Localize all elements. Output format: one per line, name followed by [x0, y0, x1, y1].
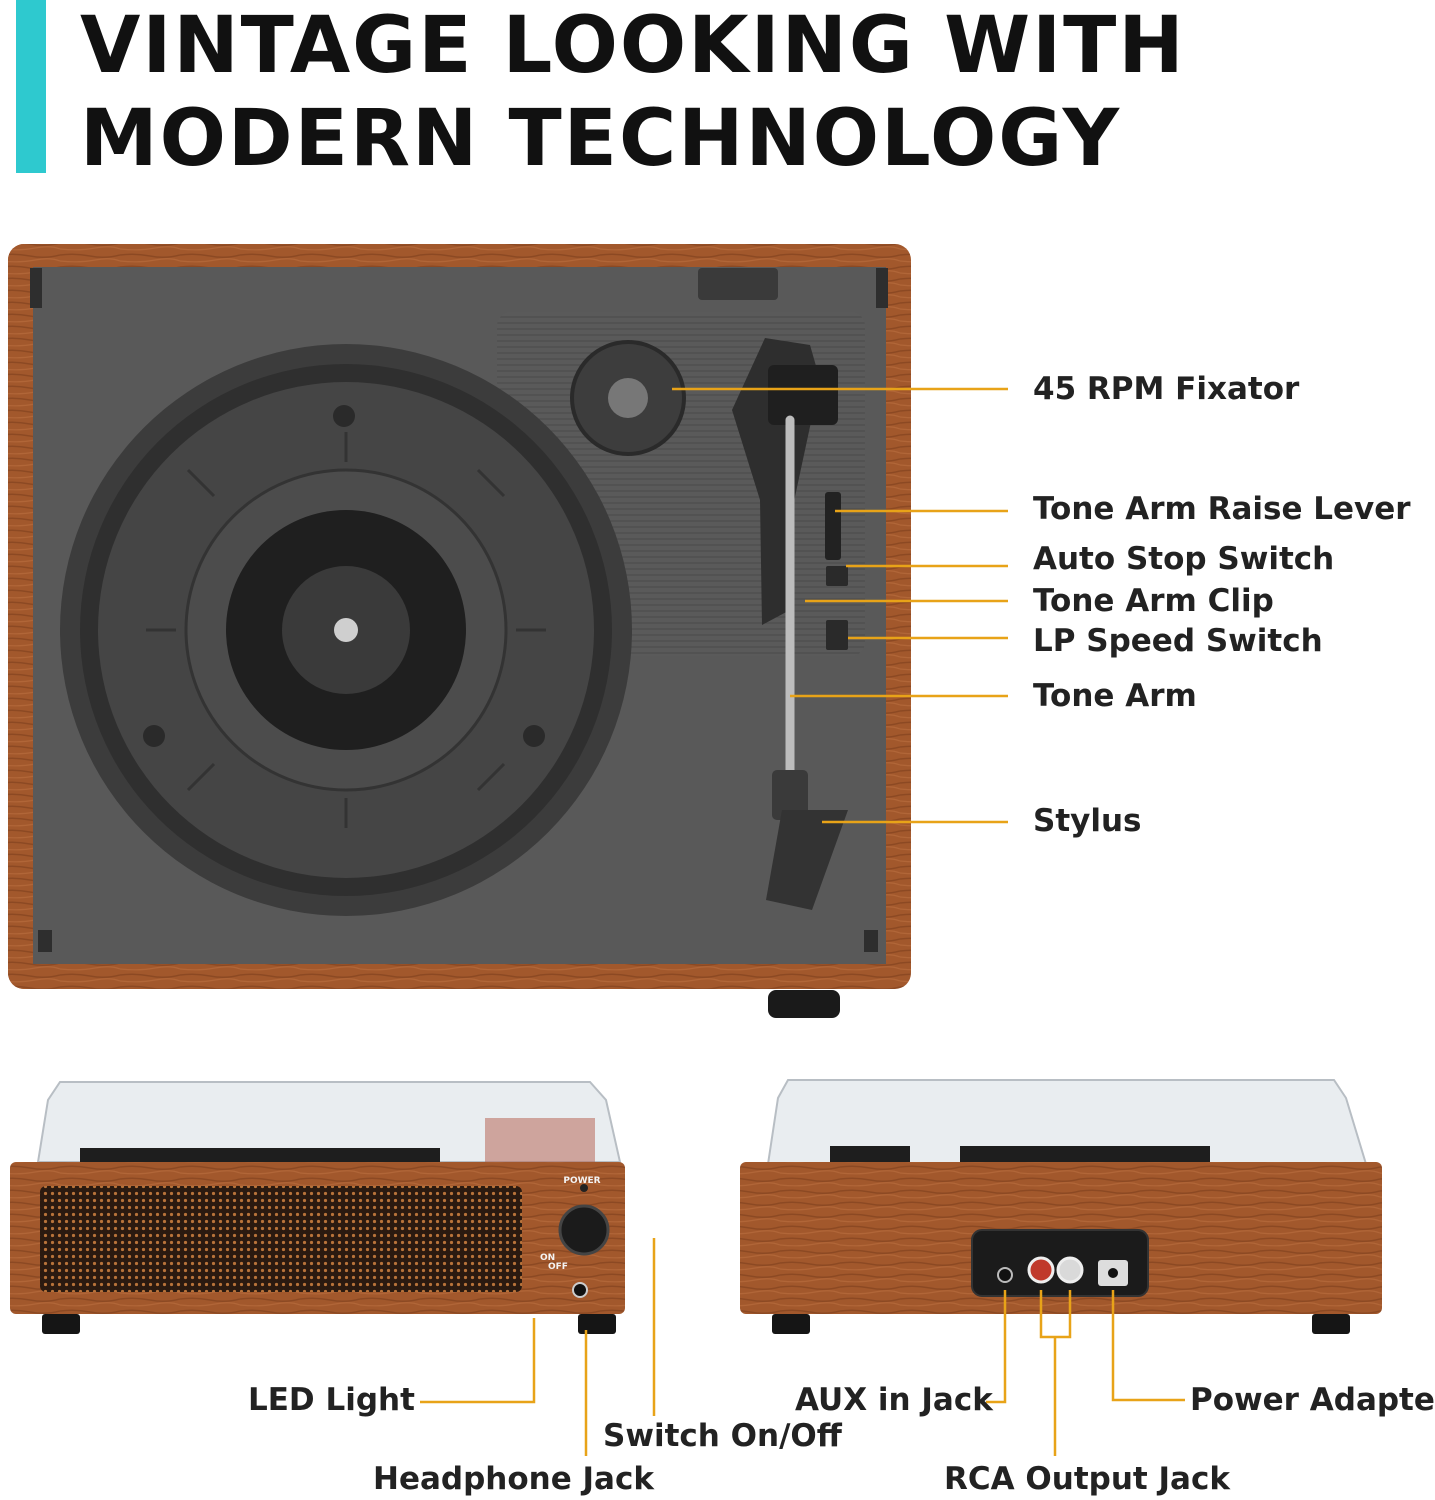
- volume-knob-edge: [768, 990, 840, 1018]
- raise-lever: [825, 492, 841, 560]
- front-tonearm-glimpse: [485, 1118, 595, 1162]
- callout-led-light: LED Light: [248, 1382, 415, 1418]
- power-knob: [558, 1204, 610, 1256]
- turntable-front-view: POWER ON OFF: [10, 1081, 625, 1334]
- aux-jack: [997, 1267, 1013, 1283]
- power-adapter-pin: [1108, 1268, 1118, 1278]
- speed-switch: [826, 620, 848, 650]
- spindle: [334, 618, 358, 642]
- callout-45-rpm-fixator: 45 RPM Fixator: [1033, 371, 1300, 407]
- title-line-1: VINTAGE LOOKING WITH: [80, 1, 1186, 91]
- callout-stylus: Stylus: [1033, 803, 1142, 839]
- platter-dot-left: [143, 725, 165, 747]
- off-text: OFF: [548, 1262, 568, 1272]
- dust-cover-post-right: [876, 268, 888, 308]
- counterweight: [768, 365, 838, 425]
- platter-marks: [146, 432, 546, 828]
- turntable-back-view: [740, 1079, 1382, 1334]
- callout-headphone-jack: Headphone Jack: [373, 1461, 654, 1497]
- callout-switch-on-off: Switch On/Off: [603, 1418, 842, 1454]
- front-platter-edge: [80, 1148, 440, 1162]
- back-platter-edge: [960, 1146, 1210, 1162]
- top-leaders: [672, 387, 1008, 824]
- front-foot-right: [578, 1314, 616, 1334]
- headphone-jack: [572, 1282, 588, 1298]
- speaker-grille: [40, 1186, 522, 1292]
- back-foot-left: [772, 1314, 810, 1334]
- rpm-adapter-center: [608, 378, 648, 418]
- platter-dot-right: [523, 725, 545, 747]
- back-leaders: [986, 1290, 1185, 1456]
- title-line-2: MODERN TECHNOLOGY: [80, 94, 1122, 184]
- back-tonearm-glimpse: [830, 1146, 910, 1162]
- power-text: POWER: [563, 1176, 600, 1186]
- corner-clip-right: [864, 930, 878, 952]
- callout-tone-arm-raise-lever: Tone Arm Raise Lever: [1033, 491, 1411, 527]
- corner-clip-left: [38, 930, 52, 952]
- callout-lp-speed-switch: LP Speed Switch: [1033, 623, 1323, 659]
- hinge: [698, 268, 778, 300]
- led-light: [580, 1184, 588, 1192]
- front-dust-cover: [36, 1081, 622, 1163]
- rca-red-jack: [1027, 1256, 1055, 1284]
- callout-rca-output-jack: RCA Output Jack: [944, 1461, 1230, 1497]
- callout-tone-arm: Tone Arm: [1033, 678, 1197, 714]
- rca-white-jack: [1056, 1256, 1084, 1284]
- turntable-top-view: [8, 244, 911, 1018]
- accent-bar: [16, 0, 46, 173]
- front-leaders: [420, 1238, 656, 1456]
- auto-stop-switch: [826, 566, 848, 586]
- callout-auto-stop-switch: Auto Stop Switch: [1033, 541, 1335, 577]
- headshell: [772, 770, 808, 820]
- dust-cover-post-left: [30, 268, 42, 308]
- callout-aux-in-jack: AUX in Jack: [795, 1382, 993, 1418]
- platter-dot-top: [333, 405, 355, 427]
- cartridge: [766, 810, 848, 910]
- callout-power-adapter: Power Adapter: [1190, 1382, 1435, 1418]
- callout-tone-arm-clip: Tone Arm Clip: [1033, 583, 1274, 619]
- page-title: VINTAGE LOOKING WITH MODERN TECHNOLOGY: [80, 0, 1186, 186]
- back-foot-right: [1312, 1314, 1350, 1334]
- front-foot-left: [42, 1314, 80, 1334]
- on-text: ON: [540, 1253, 555, 1263]
